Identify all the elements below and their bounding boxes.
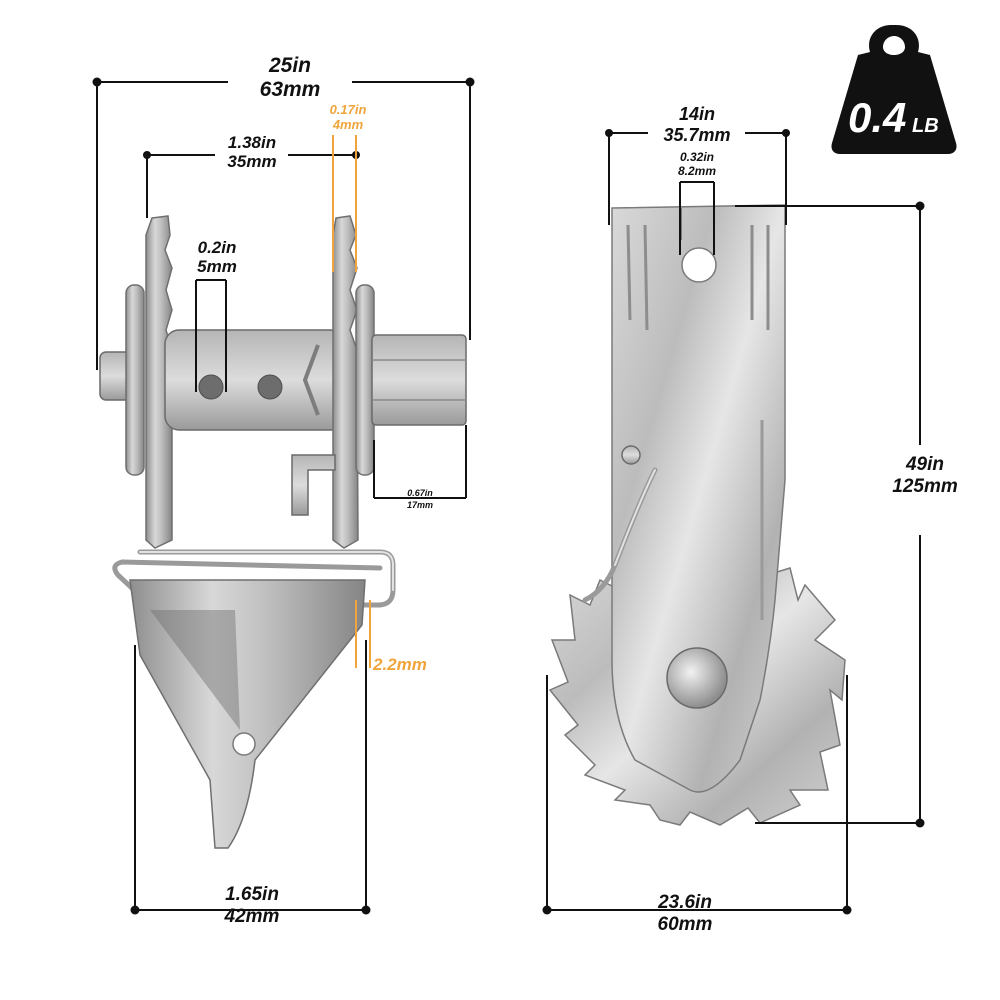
pawl [291, 454, 336, 516]
hole-diameter-mm: 5mm [197, 257, 237, 276]
overall-width-mm: 63mm [260, 78, 321, 101]
wire-gauge-mm: 2.2mm [372, 655, 427, 674]
dim-wire-gauge: 2.2mm [355, 600, 427, 674]
weight-unit: LB [912, 115, 939, 137]
dim-wheel-width: 23.6in 60mm [542, 675, 852, 935]
weight-icon [831, 25, 957, 154]
right-dimensions: 14in 35.7mm 0.32in 8.2mm 49in 125mm [542, 104, 958, 935]
barrel-hole-2 [257, 374, 283, 400]
base-width-in: 1.65in [225, 884, 279, 905]
dim-flange-span: 1.38in 35mm [143, 133, 360, 218]
wheel-width-in: 23.6in [657, 892, 712, 913]
top-width-mm: 35.7mm [663, 125, 730, 145]
weight-badge: 0.4 LB [831, 25, 957, 154]
top-width-in: 14in [679, 104, 715, 124]
mounting-bracket [129, 579, 366, 849]
hex-end [371, 334, 467, 426]
left-dimensions: 25in 63mm 1.38in 35mm 0.17in 4mm 0.2in 5… [92, 54, 475, 927]
dim-base-width: 1.65in 42mm [130, 640, 371, 927]
dim-top-width: 14in 35.7mm [605, 104, 790, 225]
dim-height: 49in 125mm [735, 201, 958, 828]
height-in: 49in [905, 454, 944, 475]
slot-width-mm: 8.2mm [678, 164, 716, 178]
right-ratchet-plate [332, 215, 359, 549]
plate-thickness-in: 0.17in [330, 102, 367, 117]
dim-overall-width: 25in 63mm [92, 54, 475, 370]
left-washer [125, 284, 145, 476]
top-hole [681, 247, 717, 283]
ratchet-side-view [99, 215, 467, 849]
height-mm: 125mm [892, 476, 958, 497]
wheel-width-mm: 60mm [658, 914, 713, 935]
hex-height-mm: 17mm [407, 500, 433, 510]
dim-hex-height: 0.67in 17mm [373, 425, 467, 510]
mounting-strap [611, 204, 786, 793]
hex-height-in: 0.67in [407, 488, 433, 498]
dim-slot-width: 0.32in 8.2mm [678, 150, 716, 255]
dim-plate-thickness: 0.17in 4mm [330, 102, 367, 272]
base-width-mm: 42mm [224, 906, 280, 927]
barrel-notch [302, 344, 320, 416]
overall-width-in: 25in [268, 54, 311, 77]
flange-span-in: 1.38in [228, 133, 276, 152]
dim-hole-diameter: 0.2in 5mm [195, 238, 237, 392]
left-ratchet-plate [145, 215, 173, 549]
center-hub [666, 647, 728, 709]
weight-value: 0.4 [848, 94, 906, 141]
bracket-hole [232, 732, 256, 756]
slot-width-in: 0.32in [680, 150, 714, 164]
hole-diameter-in: 0.2in [198, 238, 237, 257]
barrel-hole-1 [198, 374, 224, 400]
ratchet-front-view [548, 204, 846, 826]
plate-thickness-mm: 4mm [332, 117, 364, 132]
pin-head [621, 445, 641, 465]
flange-span-mm: 35mm [227, 152, 276, 171]
